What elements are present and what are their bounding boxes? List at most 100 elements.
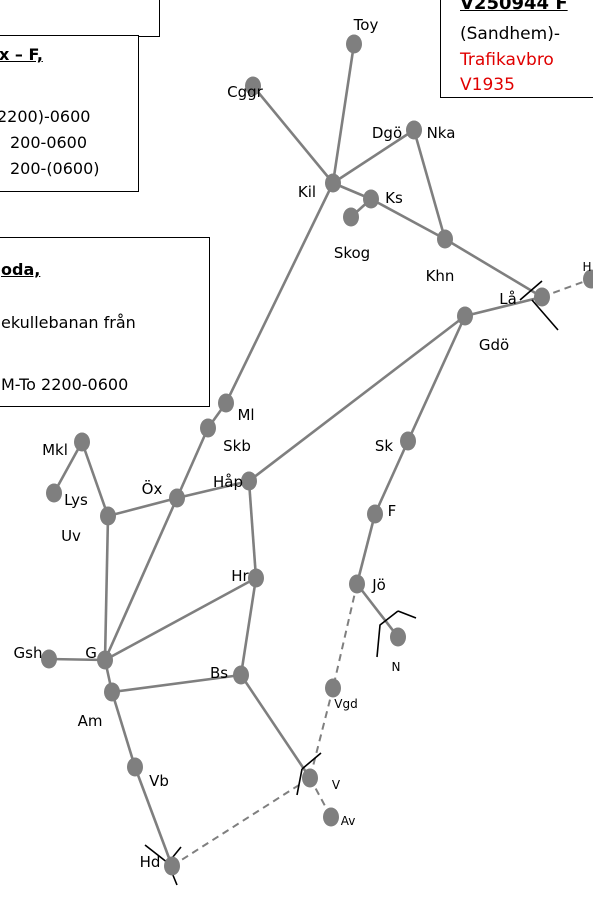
station-label-khn: Khn xyxy=(426,267,455,285)
station-node-lys[interactable] xyxy=(46,483,62,503)
station-label-mkl: Mkl xyxy=(42,441,68,459)
info-box-oda-line-2: M-To 2200-0600 xyxy=(1,375,129,394)
station-label-g: G xyxy=(85,644,97,662)
track-uv-ox xyxy=(107,496,178,518)
track-sk-f xyxy=(373,440,410,515)
track-uv-g xyxy=(103,515,110,661)
station-node-av[interactable] xyxy=(323,807,339,827)
info-box-fx: x – F, 2200)-0600 200-0600 200-(0600) xyxy=(0,35,139,192)
station-label-vgd: Vgd xyxy=(334,697,357,711)
station-node-gsh[interactable] xyxy=(41,649,57,669)
info-box-fx-line-2: 200-0600 xyxy=(10,133,88,152)
station-node-jo[interactable] xyxy=(349,574,365,594)
track-dashed-jo-vgd xyxy=(332,583,358,689)
station-label-dgo: Dgö xyxy=(372,124,402,142)
station-boundary-marks xyxy=(144,280,559,886)
station-node-khn[interactable] xyxy=(437,229,453,249)
station-node-h[interactable] xyxy=(583,269,593,289)
track-kil-ml xyxy=(224,182,335,404)
station-label-ks: Ks xyxy=(385,189,403,207)
station-node-n[interactable] xyxy=(390,627,406,647)
station-node-f[interactable] xyxy=(367,504,383,524)
station-label-hd: Hd xyxy=(140,853,161,871)
station-label-v: V xyxy=(332,778,341,792)
info-box-v250944-line-1: (Sandhem)- xyxy=(460,24,560,44)
station-node-hap[interactable] xyxy=(241,471,257,491)
station-label-h: H xyxy=(582,260,591,274)
info-box-fx-title: x – F, xyxy=(0,45,43,64)
station-label-bs: Bs xyxy=(210,664,228,682)
info-box-v250944: V250944 F (Sandhem)- Trafikavbro V1935 xyxy=(440,0,593,98)
station-label-av: Av xyxy=(341,814,356,828)
station-node-ks[interactable] xyxy=(363,189,379,209)
station-node-ml[interactable] xyxy=(218,393,234,413)
station-node-dgo[interactable] xyxy=(406,120,422,140)
track-dashed-la-h xyxy=(541,278,592,298)
info-box-fx-line-3: 200-(0600) xyxy=(10,159,100,178)
station-node-gdo[interactable] xyxy=(457,306,473,326)
station-label-skog: Skog xyxy=(334,244,370,262)
track-gsh-g xyxy=(48,657,106,662)
station-node-am[interactable] xyxy=(104,682,120,702)
track-nka-khn xyxy=(412,129,447,240)
track-gdo-sk xyxy=(406,315,467,442)
info-box-top-left xyxy=(0,0,160,37)
track-am-bs xyxy=(111,673,242,694)
station-node-skb[interactable] xyxy=(200,418,216,438)
info-box-oda: oda, ekullebanan från M-To 2200-0600 xyxy=(0,237,210,407)
track-mkl-uv xyxy=(80,441,110,517)
track-jo-n xyxy=(355,583,400,638)
station-node-g[interactable] xyxy=(97,650,113,670)
station-node-bs[interactable] xyxy=(233,665,249,685)
info-box-oda-title: oda, xyxy=(1,260,41,279)
station-node-kil[interactable] xyxy=(325,173,341,193)
station-node-toy[interactable] xyxy=(346,34,362,54)
station-label-kil: Kil xyxy=(298,183,316,201)
station-node-vgd[interactable] xyxy=(325,678,341,698)
track-khn-la xyxy=(444,237,543,299)
info-box-oda-line-1: ekullebanan från xyxy=(1,313,136,332)
station-label-jo: Jö xyxy=(371,576,386,594)
station-node-hr[interactable] xyxy=(248,568,264,588)
edges-layer xyxy=(48,43,543,867)
station-label-ox: Öx xyxy=(142,479,163,498)
station-node-vb[interactable] xyxy=(127,757,143,777)
station-label-skb: Skb xyxy=(223,437,251,455)
track-ox-g xyxy=(103,497,179,661)
track-am-vb xyxy=(110,691,137,768)
track-gdo-hap xyxy=(248,314,466,483)
station-node-hd[interactable] xyxy=(164,856,180,876)
track-bs-v xyxy=(239,674,312,779)
track-skb-ox xyxy=(175,427,210,499)
station-label-am: Am xyxy=(78,712,103,730)
track-kil-dgo xyxy=(332,128,415,185)
track-hr-bs xyxy=(239,577,258,676)
track-cggr-kil xyxy=(251,85,335,184)
station-label-hr: Hr xyxy=(231,567,249,585)
station-node-uv[interactable] xyxy=(100,506,116,526)
station-node-la[interactable] xyxy=(534,287,550,307)
nodes-layer xyxy=(41,34,593,876)
track-gdo-la xyxy=(464,295,543,318)
track-dashed-hd-v xyxy=(171,777,311,867)
station-node-ox[interactable] xyxy=(169,488,185,508)
station-node-cggr[interactable] xyxy=(245,76,261,96)
info-box-v250944-title: V250944 F xyxy=(460,0,568,14)
station-label-n: N xyxy=(392,660,401,674)
station-label-la: Lå xyxy=(499,290,517,308)
station-label-uv: Uv xyxy=(61,527,81,545)
station-node-sk[interactable] xyxy=(400,431,416,451)
track-f-jo xyxy=(355,513,377,585)
info-box-fx-line-1: 2200)-0600 xyxy=(0,107,91,126)
boundary-mark-n xyxy=(376,610,417,658)
station-node-skog[interactable] xyxy=(343,207,359,227)
station-label-lys: Lys xyxy=(64,491,88,509)
track-hr-g xyxy=(104,576,257,662)
info-box-v250944-red-2: V1935 xyxy=(460,75,515,95)
station-node-mkl[interactable] xyxy=(74,432,90,452)
station-node-v[interactable] xyxy=(302,768,318,788)
boundary-mark-v xyxy=(296,752,322,796)
station-label-vb: Vb xyxy=(149,772,169,790)
